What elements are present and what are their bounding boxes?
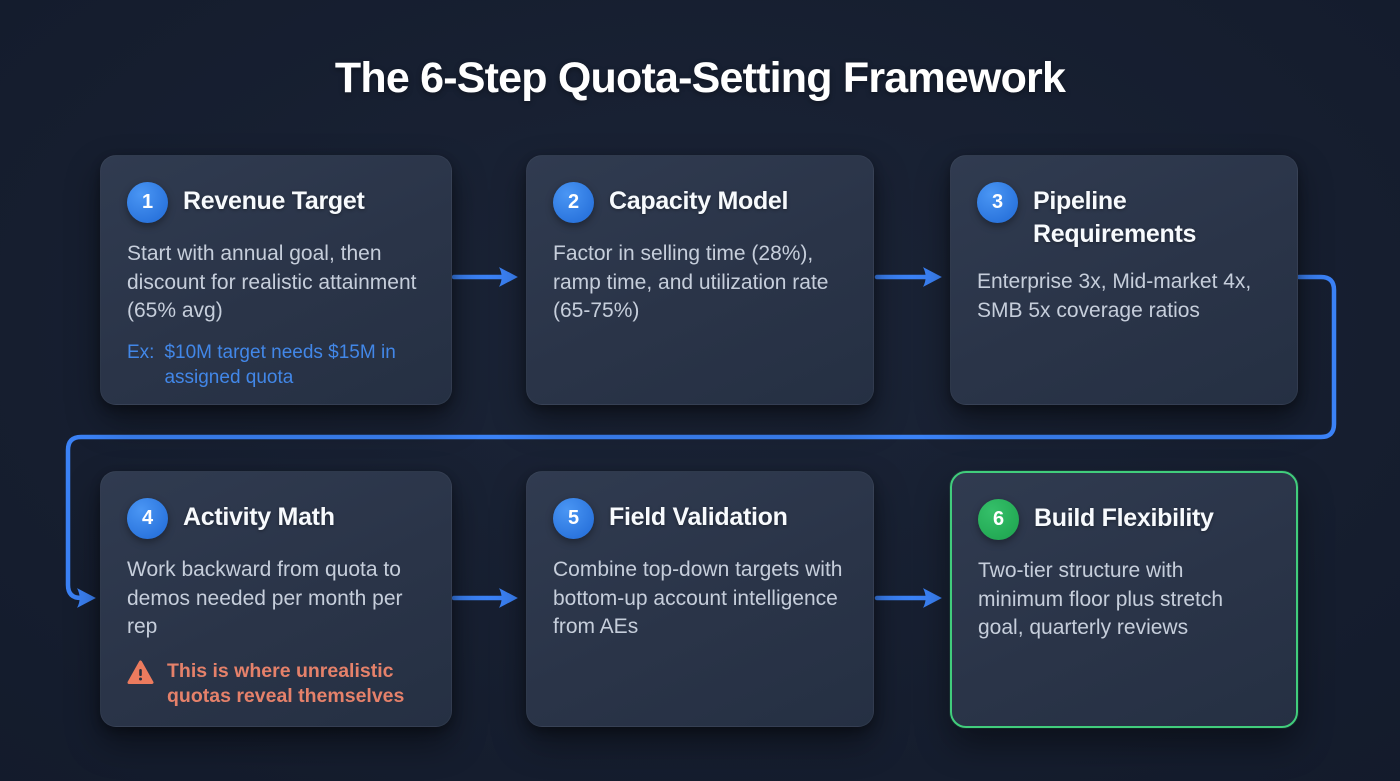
step-card-build-flexibility: 6 Build Flexibility Two-tier structure w…	[950, 471, 1298, 728]
step-number-badge: 4	[127, 498, 168, 539]
step-number-badge: 1	[127, 182, 168, 223]
step-title: Field Validation	[609, 503, 788, 531]
warning-icon	[127, 660, 154, 709]
step-card-header: 1 Revenue Target	[127, 181, 425, 223]
warning-note: This is where unrealistic quotas reveal …	[127, 659, 425, 709]
step-card-header: 5 Field Validation	[553, 497, 847, 539]
step-card-revenue-target: 1 Revenue Target Start with annual goal,…	[100, 155, 452, 405]
example-prefix: Ex:	[127, 341, 155, 363]
step-card-header: 3 Pipeline Requirements	[977, 181, 1271, 251]
step-description: Combine top-down targets with bottom-up …	[553, 558, 843, 638]
step-title: Build Flexibility	[1034, 504, 1214, 532]
page-title: The 6-Step Quota-Setting Framework	[334, 54, 1066, 102]
example-note: Ex: $10M target needs $15M in assigned q…	[127, 340, 425, 390]
example-text: $10M target needs $15M in assigned quota	[164, 341, 396, 388]
step-description: Factor in selling time (28%), ramp time,…	[553, 242, 829, 322]
step-title: Pipeline Requirements	[1033, 187, 1197, 248]
warning-text: This is where unrealistic quotas reveal …	[167, 659, 405, 707]
step-number-badge: 3	[977, 182, 1018, 223]
step-card-header: 2 Capacity Model	[553, 181, 847, 223]
step-card-pipeline-requirements: 3 Pipeline Requirements Enterprise 3x, M…	[950, 155, 1298, 405]
step-number-badge: 2	[553, 182, 594, 223]
step-card-header: 4 Activity Math	[127, 497, 425, 539]
step-description: Two-tier structure with minimum floor pl…	[978, 559, 1224, 639]
step-card-capacity-model: 2 Capacity Model Factor in selling time …	[526, 155, 874, 405]
step-card-field-validation: 5 Field Validation Combine top-down targ…	[526, 471, 874, 727]
step-description: Enterprise 3x, Mid-market 4x, SMB 5x cov…	[977, 270, 1252, 322]
step-number-badge: 5	[553, 498, 594, 539]
step-description: Work backward from quota to demos needed…	[127, 558, 403, 638]
step-title: Activity Math	[183, 503, 335, 531]
step-title: Capacity Model	[609, 187, 789, 215]
step-title: Revenue Target	[183, 187, 365, 215]
step-card-header: 6 Build Flexibility	[978, 498, 1270, 540]
step-description: Start with annual goal, then discount fo…	[127, 242, 417, 322]
step-number-badge: 6	[978, 499, 1019, 540]
step-card-activity-math: 4 Activity Math Work backward from quota…	[100, 471, 452, 727]
